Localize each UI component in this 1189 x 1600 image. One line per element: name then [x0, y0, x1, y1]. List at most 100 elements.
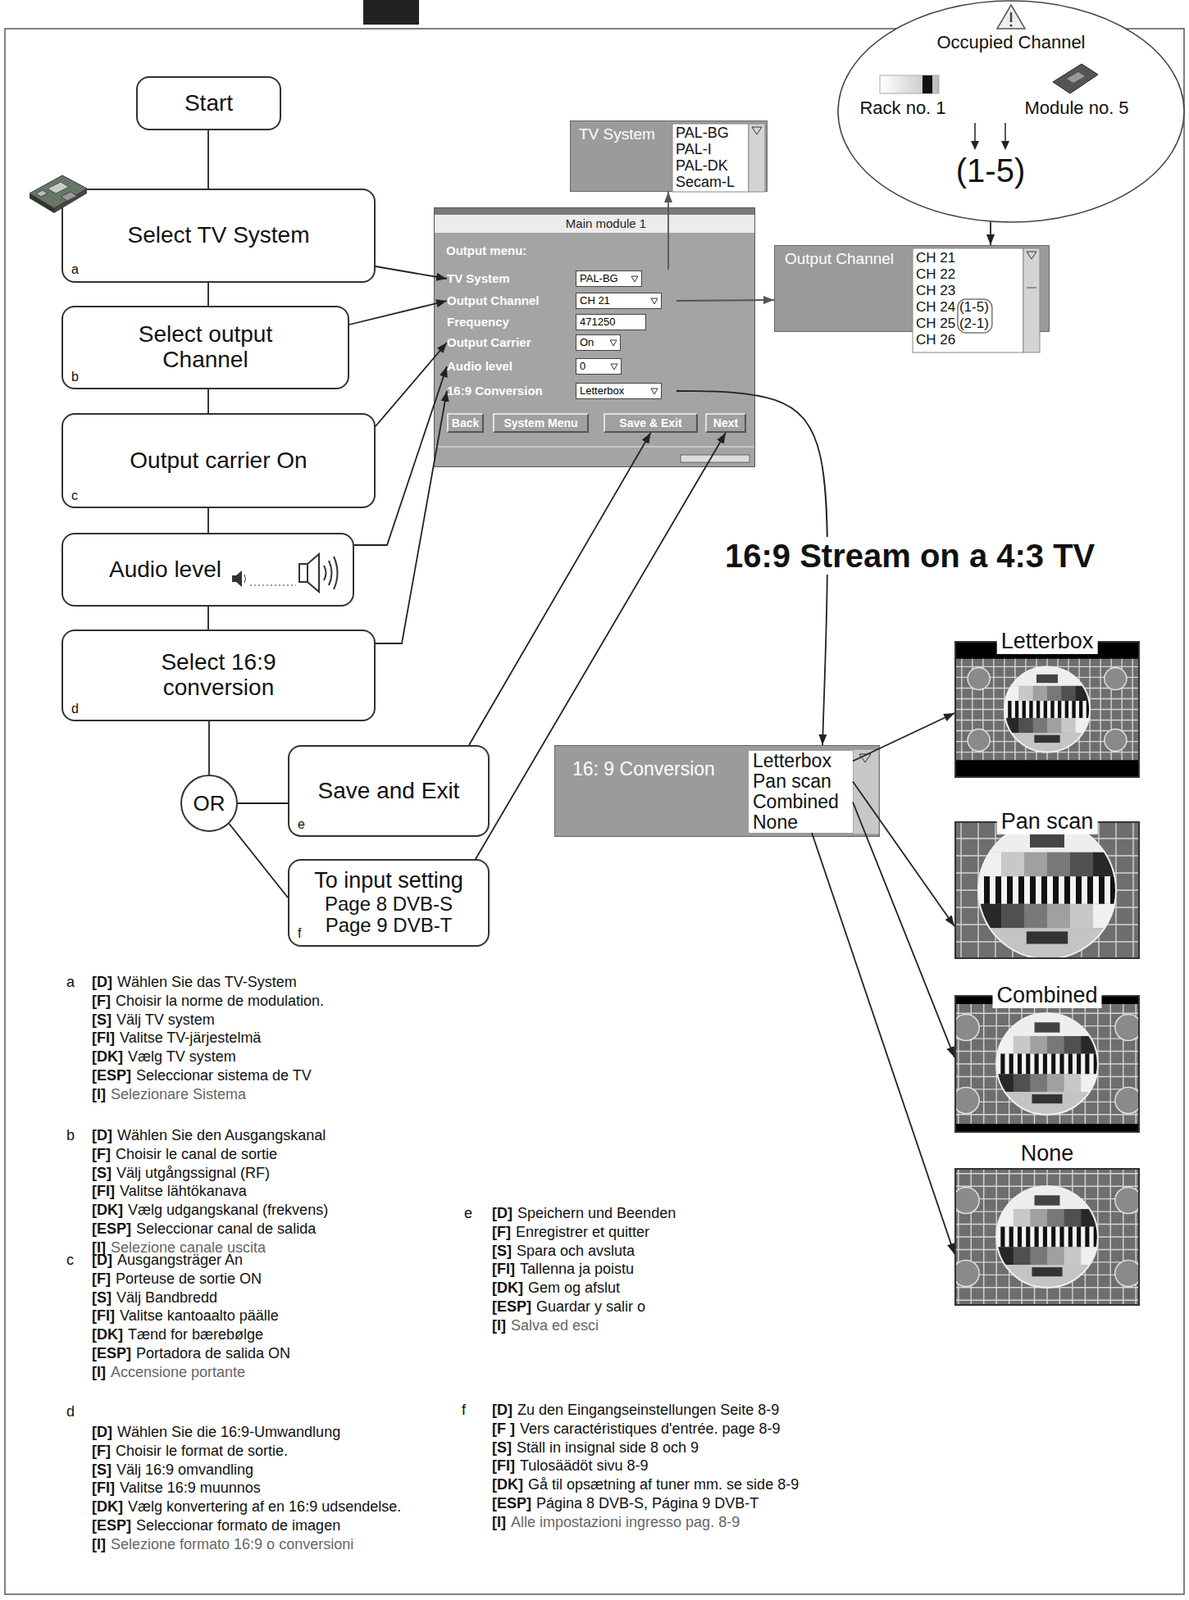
box-text: Select output Channel	[111, 322, 301, 374]
instruction-text: Seleccionar sistema de TV	[136, 1067, 312, 1085]
drawing-part	[1012, 876, 1019, 905]
drawing-part	[1025, 701, 1030, 719]
drawing-part	[1093, 852, 1117, 877]
speaker-icon	[236, 570, 242, 588]
process-box: Audio level	[61, 533, 355, 607]
drawing-part	[1018, 718, 1034, 734]
list-item: CH 21	[915, 250, 956, 267]
title-strip	[434, 208, 755, 215]
warning-mark	[1009, 23, 1012, 27]
language-code: [S]	[492, 1439, 512, 1458]
drawing-part	[1000, 1227, 1005, 1249]
drawing-part	[978, 928, 1117, 960]
dropdown-arrow	[609, 339, 618, 347]
menu-row: 16:9 ConversionLetterbox	[446, 382, 677, 401]
language-code: [D]	[91, 1252, 113, 1270]
card-ground	[954, 995, 1140, 1134]
drawing-part	[1013, 1247, 1031, 1266]
drawing-part	[1047, 701, 1052, 719]
language-code: [FI]	[91, 1480, 115, 1498]
box-text: Output carrier On	[129, 448, 307, 474]
step-letter: d	[71, 701, 79, 717]
image-border	[955, 642, 1139, 778]
speaker-icon	[232, 575, 237, 583]
box-text: OR	[193, 792, 226, 816]
drawing-part	[1075, 876, 1082, 905]
connector	[469, 432, 652, 746]
drawing-part	[1001, 852, 1025, 877]
language-code: [I]	[492, 1514, 506, 1532]
corner-circle	[1115, 1014, 1140, 1041]
pointer-arrow	[974, 123, 976, 143]
test-card-image: None	[954, 1140, 1140, 1307]
grid-line	[1110, 1168, 1112, 1307]
circle-rim	[1004, 666, 1090, 752]
drawing-part	[1068, 1227, 1073, 1249]
or-circle: OR	[180, 774, 238, 833]
drawing-part	[1093, 876, 1099, 905]
language-code: [DK]	[91, 1498, 123, 1517]
instruction-text: Speichern und Beenden	[517, 1205, 676, 1223]
dropdown-option: Combined	[748, 792, 853, 813]
field-label: Output Channel	[446, 294, 576, 309]
step-letter: d	[66, 1403, 75, 1422]
drawing-part	[1087, 876, 1094, 905]
corner-circle	[1104, 667, 1127, 690]
drawing-part	[1004, 666, 1090, 752]
scroll-bar	[852, 749, 880, 835]
instruction-text: Choisir le canal de sortie	[115, 1146, 278, 1164]
field-label: Frequency	[446, 315, 576, 330]
test-card	[954, 641, 1140, 779]
drawing-part	[1011, 701, 1016, 719]
field-label: Output Carrier	[446, 336, 576, 351]
drawing-part	[1093, 904, 1117, 929]
callout-title: Occupied Channel	[936, 32, 1085, 53]
option-text: Combined	[752, 792, 839, 813]
instruction-text: Choisir le format de sortie.	[115, 1443, 288, 1461]
list-item: Secam-L	[675, 173, 735, 191]
connector	[207, 130, 210, 189]
drawing-part	[1082, 701, 1087, 719]
corner-circle	[954, 1087, 980, 1114]
progress-bar	[680, 455, 750, 463]
drawing-part	[1035, 876, 1042, 905]
instruction-text: Välj utgångssignal (RF)	[116, 1165, 270, 1183]
list-item: PAL-BG	[675, 124, 729, 142]
drawing-part	[1076, 1054, 1081, 1076]
box-text: Page 8 DVB-S	[324, 893, 453, 916]
language-code: [S]	[492, 1243, 512, 1261]
corner-circle	[954, 1187, 980, 1214]
drawing-part	[1047, 1074, 1065, 1093]
box-text: Save and Exit	[318, 779, 461, 805]
instruction-text: Ausgangsträger An	[117, 1252, 243, 1270]
drawing-part	[1104, 876, 1111, 905]
image-heading: Combined	[992, 982, 1102, 1009]
drawing-part	[1004, 1227, 1009, 1249]
instruction-text: Vælg TV system	[127, 1048, 237, 1066]
drawing-part	[1033, 686, 1048, 702]
drawing-part	[1018, 701, 1023, 719]
instruction-text: Vers caractéristiques d'entrée. page 8-9	[519, 1421, 781, 1439]
connector	[676, 300, 775, 301]
drawing-part	[1029, 1036, 1048, 1055]
connector	[207, 282, 210, 306]
drawing-part	[1043, 701, 1048, 719]
dropdown-arrow	[859, 754, 871, 763]
connector	[208, 721, 210, 775]
pointer-arrow	[970, 141, 980, 151]
drawing-part	[1043, 1054, 1048, 1076]
test-card-image: Combined	[954, 982, 1140, 1134]
drawing-part	[1047, 876, 1053, 905]
drawing-part	[1029, 1247, 1048, 1266]
step-letter: c	[66, 1252, 74, 1270]
grid-line	[1110, 641, 1112, 779]
dropdown-title: TV System	[578, 126, 656, 144]
drawing-part	[1043, 1227, 1048, 1249]
corner-circle	[954, 1260, 980, 1287]
dropdown-arrow	[651, 298, 658, 305]
instruction-text: Vælg udgangskanal (frekvens)	[127, 1202, 328, 1220]
drawing-part	[1001, 904, 1025, 929]
instruction-text: Välj 16:9 omvandling	[116, 1462, 254, 1480]
grid-line	[1110, 995, 1112, 1134]
connector	[237, 802, 288, 805]
